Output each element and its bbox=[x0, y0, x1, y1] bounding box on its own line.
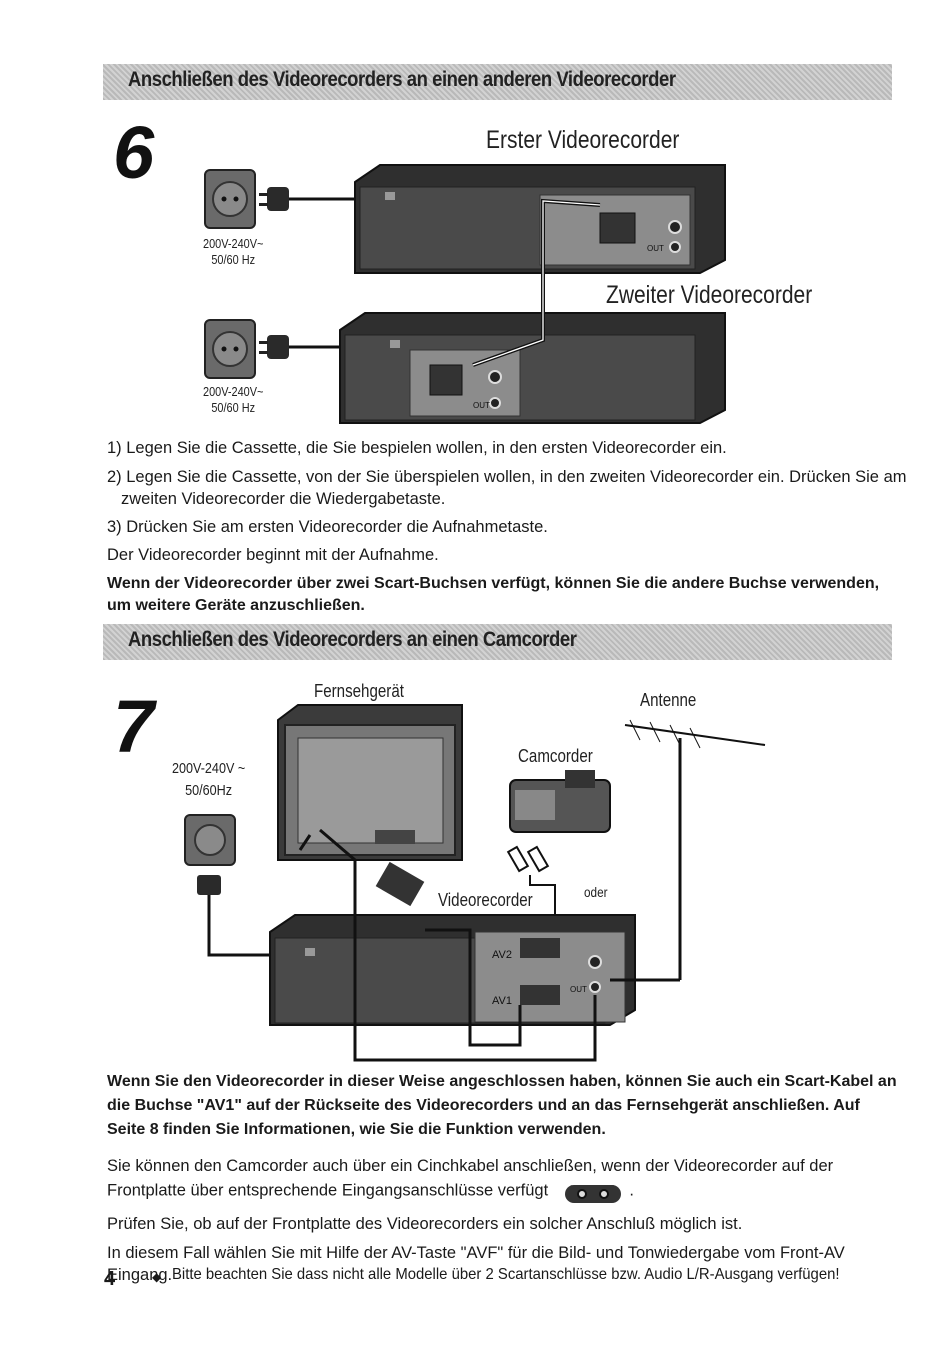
tv-label: Fernsehgerät bbox=[314, 681, 404, 701]
out-label-1: OUT bbox=[647, 244, 664, 253]
wall-socket-icon bbox=[204, 169, 256, 229]
scart-cable bbox=[425, 928, 522, 1047]
second-vcr-body bbox=[339, 312, 726, 424]
out-label-2: OUT bbox=[473, 401, 490, 410]
section-7-para-2: Prüfen Sie, ob auf der Frontplatte des V… bbox=[107, 1215, 743, 1233]
tv-icon bbox=[277, 704, 463, 861]
antenna-label: Antenne bbox=[640, 690, 697, 710]
bullet-icon: ◆ bbox=[152, 1270, 162, 1284]
section-7-banner: Anschließen des Videorecorders an einen … bbox=[103, 624, 892, 660]
vcr-camcorder-diagram: AV2 AV1 OUT bbox=[184, 704, 766, 1062]
step-2-text: 2) Legen Sie die Cassette, von der Sie ü… bbox=[107, 468, 907, 508]
section-6-note: Wenn der Videorecorder über zwei Scart-B… bbox=[107, 575, 880, 614]
or-label: oder bbox=[584, 884, 608, 900]
vcr-to-vcr-diagram: OUT OUT bbox=[204, 164, 726, 424]
footnote: Bitte beachten Sie dass nicht alle Model… bbox=[172, 1266, 840, 1283]
front-jack-icon: VIDEO AUDIO bbox=[561, 1177, 625, 1205]
first-vcr-body bbox=[354, 164, 726, 274]
voltage-label-1: 200V-240V~ 50/60 Hz bbox=[203, 236, 264, 267]
section-6-heading: Anschließen des Videorecorders an einen … bbox=[128, 68, 676, 91]
out-label-3: OUT bbox=[570, 985, 587, 994]
camcorder-label: Camcorder bbox=[518, 746, 593, 766]
wall-socket-icon bbox=[204, 319, 256, 379]
scart-plug-icon bbox=[375, 861, 425, 907]
section-7-para-3: In diesem Fall wählen Sie mit Hilfe der … bbox=[107, 1244, 845, 1284]
step-number-7: 7 bbox=[113, 685, 155, 768]
step-3-text: 3) Drücken Sie am ersten Videorecorder d… bbox=[107, 518, 548, 536]
result-text: Der Videorecorder beginnt mit der Aufnah… bbox=[107, 546, 439, 564]
rca-plug-icon bbox=[506, 845, 556, 950]
vcr-label: Videorecorder bbox=[438, 890, 533, 910]
section-7-para-1: Sie können den Camcorder auch über ein C… bbox=[107, 1155, 897, 1205]
page-number: 4 bbox=[104, 1268, 116, 1290]
camcorder-icon bbox=[509, 770, 611, 833]
vcr-body bbox=[269, 914, 636, 1026]
voltage-label-3: 200V-240V ~ 50/60Hz bbox=[172, 760, 246, 799]
section-7-heading: Anschließen des Videorecorders an einen … bbox=[128, 628, 577, 651]
section-6-banner: Anschließen des Videorecorders an einen … bbox=[103, 64, 892, 100]
camcorder-cinch-text: Sie können den Camcorder auch über ein C… bbox=[107, 1157, 834, 1200]
power-plug-icon bbox=[259, 187, 355, 211]
av2-label: AV2 bbox=[492, 949, 512, 961]
step-number-6: 6 bbox=[113, 111, 155, 194]
step-1-text: 1) Legen Sie die Cassette, die Sie bespi… bbox=[107, 439, 727, 457]
av1-label: AV1 bbox=[492, 995, 512, 1007]
second-vcr-label: Zweiter Videorecorder bbox=[606, 281, 813, 309]
first-vcr-label: Erster Videorecorder bbox=[486, 126, 680, 154]
tv-cable bbox=[319, 828, 597, 1062]
wall-socket-icon bbox=[184, 814, 236, 866]
section-7-note: Wenn Sie den Videorecorder in dieser Wei… bbox=[107, 1073, 897, 1138]
antenna-icon bbox=[624, 719, 766, 980]
camcorder-cinch-text-end: . bbox=[629, 1181, 634, 1200]
voltage-label-2: 200V-240V~ 50/60 Hz bbox=[203, 384, 264, 415]
